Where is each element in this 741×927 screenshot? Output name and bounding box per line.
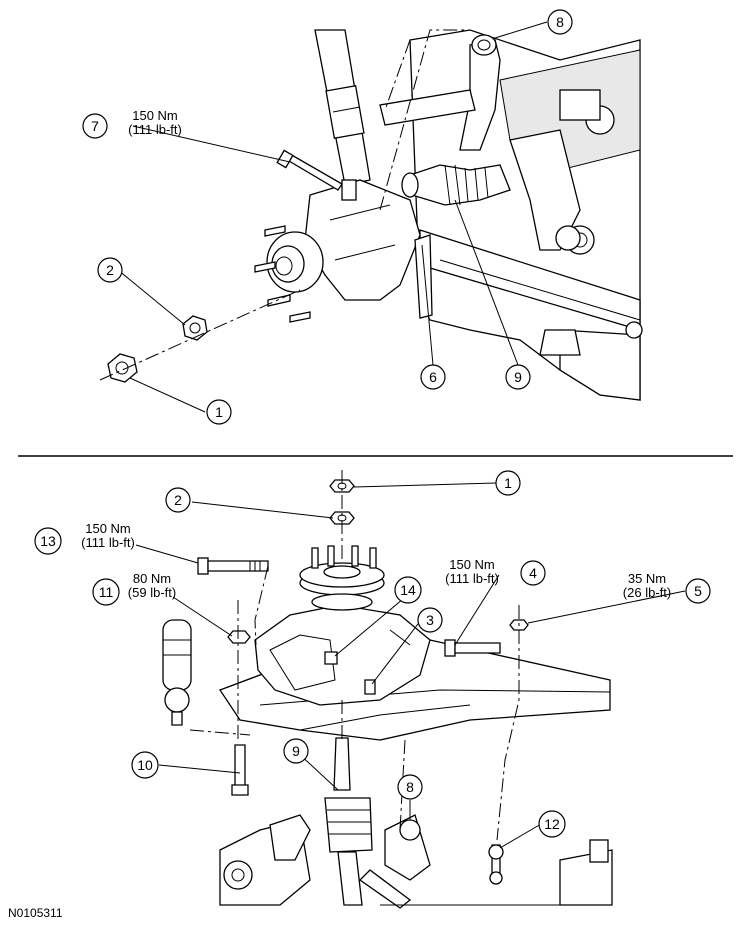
callout-circle	[397, 774, 423, 800]
callout-circle	[420, 364, 446, 390]
bolt-10	[231, 744, 249, 796]
torque-nm-label: 80 Nm	[133, 571, 171, 586]
bottom-view-callout-13: 13 150 Nm(111 lb-ft)	[34, 521, 135, 555]
bottom-view-callout-5: 5 35 Nm(26 lb-ft)	[623, 571, 711, 604]
torque-lbft-label: (26 lb-ft)	[623, 585, 671, 600]
bolt-7	[276, 149, 343, 191]
nut-11	[227, 630, 251, 644]
callout-number: 9	[292, 743, 300, 759]
upper-control-arm	[379, 34, 501, 151]
torque-nm-label: 150 Nm	[449, 557, 495, 572]
callout-number: 8	[556, 14, 564, 30]
halfshaft-bottom	[324, 737, 373, 906]
callout-circle	[165, 487, 191, 513]
stabilizer-link	[488, 844, 504, 885]
top-view-callout-2: 2	[97, 257, 123, 283]
torque-nm-label: 35 Nm	[628, 571, 666, 586]
top-view-callout-6: 6	[420, 364, 446, 390]
bottom-view-callout-1: 1	[495, 470, 521, 496]
wheel-hub	[254, 225, 324, 323]
nut-1-top	[107, 353, 138, 383]
callout-circle	[547, 9, 573, 35]
callout-circle	[505, 364, 531, 390]
halfshaft	[401, 164, 511, 206]
lower-support-structure	[219, 814, 613, 906]
hub-bottom	[299, 545, 385, 611]
callout-circle	[82, 113, 108, 139]
callout-circle	[131, 751, 159, 779]
bolt-4	[444, 639, 501, 657]
top-view-callout-9: 9	[505, 364, 531, 390]
callout-circle	[206, 399, 232, 425]
figure-id: N0105311	[8, 906, 63, 920]
bottom-view-callout-2: 2	[165, 487, 191, 513]
callout-circle	[97, 257, 123, 283]
bottom-view-callout-9: 9	[283, 738, 309, 764]
callout-number: 9	[514, 369, 522, 385]
knuckle	[304, 179, 433, 319]
callout-number: 12	[544, 816, 560, 832]
callout-circle	[34, 527, 62, 555]
subframe-illustration	[409, 29, 643, 401]
shock-absorber-bottom	[162, 619, 192, 726]
callout-circle	[538, 810, 566, 838]
callout-number: 7	[91, 118, 99, 134]
torque-lbft-label: (111 lb-ft)	[81, 535, 135, 550]
torque-nm-label: 150 Nm	[132, 108, 178, 123]
callout-circle	[520, 560, 546, 586]
torque-nm-label: 150 Nm	[85, 521, 131, 536]
bolt-13	[197, 557, 269, 575]
callout-number: 4	[529, 565, 537, 581]
callout-number: 13	[40, 533, 56, 549]
bolt-14	[324, 651, 338, 665]
top-view	[99, 21, 643, 413]
callout-number: 14	[400, 582, 416, 598]
callout-circle	[92, 578, 120, 606]
bottom-view-callout-10: 10	[131, 751, 159, 779]
callout-number: 11	[99, 584, 114, 600]
torque-lbft-label: (111 lb-ft)	[445, 571, 499, 586]
callout-number: 2	[106, 262, 114, 278]
callout-circle	[685, 578, 711, 604]
callout-circle	[495, 470, 521, 496]
callout-circle	[283, 738, 309, 764]
bottom-view	[135, 470, 686, 909]
top-view-callout-8: 8	[547, 9, 573, 35]
nut-2-top	[182, 315, 208, 341]
bottom-view-callout-3: 3	[417, 607, 443, 633]
bottom-view-callout-12: 12	[538, 810, 566, 838]
callout-number: 10	[137, 757, 153, 773]
torque-lbft-label: (59 lb-ft)	[128, 585, 176, 600]
callout-number: 1	[215, 404, 223, 420]
callout-number: 1	[504, 475, 512, 491]
callout-number: 6	[429, 369, 437, 385]
callout-number: 2	[174, 492, 182, 508]
top-view-callout-1: 1	[206, 399, 232, 425]
callout-number: 8	[406, 779, 414, 795]
callout-circle	[394, 576, 422, 604]
callout-circle	[417, 607, 443, 633]
lower-control-arm	[509, 129, 581, 251]
bottom-view-callout-14: 14	[394, 576, 422, 604]
top-view-callout-7: 7 150 Nm(111 lb-ft)	[82, 108, 182, 139]
bottom-view-callout-8: 8	[397, 774, 423, 800]
callout-number: 5	[694, 583, 702, 599]
callout-number: 3	[426, 612, 434, 628]
bottom-view-callout-11: 11 80 Nm(59 lb-ft)	[92, 571, 176, 606]
shock-absorber	[314, 29, 371, 186]
bottom-view-callout-4: 4 150 Nm(111 lb-ft)	[445, 557, 546, 586]
torque-lbft-label: (111 lb-ft)	[128, 122, 182, 137]
